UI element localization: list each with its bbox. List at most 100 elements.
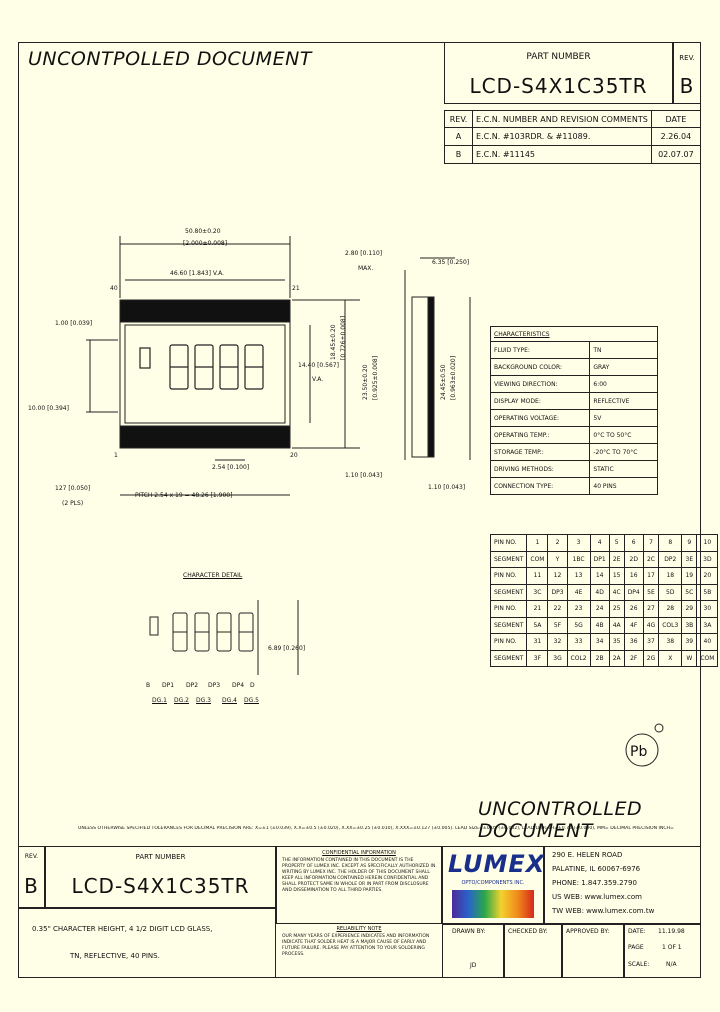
dim-23-50: 23.50±0.20	[362, 364, 369, 400]
page-value: 1 OF 1	[662, 944, 682, 951]
pin-cell: 5G	[566, 616, 591, 634]
char-label-d: D	[250, 682, 255, 689]
watermark-top: UNCONTPOLLED DOCUMENT	[28, 48, 312, 70]
pin-row-header: PIN NO.	[489, 567, 528, 585]
char-detail-title: CHARACTER DETAIL	[183, 572, 243, 579]
pin-cell: 5A	[526, 616, 549, 634]
lumex-logo: LUMEX	[448, 850, 546, 878]
date-value: 11.19.98	[658, 928, 685, 935]
pin-row-header: PIN NO.	[489, 633, 528, 651]
pin-cell: DP1	[589, 550, 610, 568]
pin-cell: 3	[566, 534, 591, 552]
page-label: PAGE	[628, 944, 644, 951]
drawn-by-box	[442, 924, 504, 978]
address-line-1: 290 E. HELEN ROAD	[552, 851, 623, 859]
pin-cell: 9	[681, 534, 698, 552]
pin-cell: 20	[696, 567, 719, 585]
dim-width-in: [2.000±0.008]	[183, 240, 228, 247]
pin-cell: X	[658, 649, 683, 667]
pin-1-label: 1	[114, 452, 118, 459]
pin-cell: 37	[642, 633, 660, 651]
pin-cell: COM	[526, 550, 549, 568]
reliability-text: OUR MANY YEARS OF EXPERIENCE INDICATES A…	[282, 934, 430, 957]
pin-40-label: 40	[110, 285, 118, 292]
dim-1-10b: 1.10 [0.043]	[428, 484, 466, 491]
dim-6-35: 6.35 [0.250]	[432, 259, 470, 266]
rev-header-value: B	[679, 74, 695, 98]
pb-free-symbol: Pb	[625, 723, 664, 767]
lumex-spectrum-icon	[452, 890, 534, 918]
rev-row-b-rev: B	[443, 145, 474, 164]
pin-cell: 3D	[696, 550, 719, 568]
char-value: 5V	[589, 409, 658, 427]
pin-cell: 4C	[608, 583, 625, 601]
pitch-note: PITCH 2.54 x 19 = 48.26 [1.900]	[135, 492, 233, 499]
dim-2-54: 2.54 [0.100]	[212, 464, 250, 471]
tolerance-note: UNLESS OTHERWISE SPECIFIED TOLERANCES FO…	[78, 826, 674, 831]
char-value: -20°C TO 70°C	[589, 443, 658, 461]
pin-row-header: SEGMENT	[489, 616, 528, 634]
pin-cell: COL2	[566, 649, 591, 667]
pin-row-header: SEGMENT	[489, 550, 528, 568]
digit-label-1: DG.1	[152, 697, 167, 704]
date-label: DATE:	[628, 928, 646, 935]
pin-cell: 2A	[608, 649, 625, 667]
pin-row-header: PIN NO.	[489, 534, 528, 552]
char-key: BACKGROUND COLOR:	[489, 358, 591, 376]
pin-cell: 36	[623, 633, 644, 651]
pin-cell: 5F	[547, 616, 568, 634]
footer-part-value: LCD-S4X1C35TR	[71, 874, 250, 898]
dim-6-89: 6.89 [0.260]	[268, 645, 306, 652]
pin-cell: 4F	[623, 616, 644, 634]
dim-width: 50.80±0.20	[185, 228, 221, 235]
char-key: DISPLAY MODE:	[489, 392, 591, 410]
dim-va: 46.60 [1.843] V.A.	[170, 270, 224, 277]
char-key: FLUID TYPE:	[489, 341, 591, 359]
dim-23-50-in: [0.925±0.008]	[372, 355, 379, 400]
footer-part-label: PART NUMBER	[135, 853, 186, 861]
date-col-header: DATE	[650, 110, 702, 128]
pin-cell: 34	[589, 633, 610, 651]
digit-label-4: DG.4	[222, 697, 237, 704]
dim-max: MAX.	[358, 265, 374, 272]
char-key: VIEWING DIRECTION:	[489, 375, 591, 393]
pin-row-header: PIN NO.	[489, 600, 528, 618]
char-label-dp3: DP3	[208, 682, 221, 689]
char-key: CONNECTION TYPE:	[489, 477, 591, 495]
pin-cell: 5	[608, 534, 625, 552]
pin-cell: 2E	[608, 550, 625, 568]
confidential-box	[276, 846, 442, 924]
address-line-3: PHONE: 1.847.359.2790	[552, 879, 637, 887]
pin-cell: 28	[658, 600, 683, 618]
pin-cell: 14	[589, 567, 610, 585]
pin-cell: 3E	[681, 550, 698, 568]
pin-cell: 3B	[681, 616, 698, 634]
char-value: 0°C TO 50°C	[589, 426, 658, 444]
confidential-text: THE INFORMATION CONTAINED IN THIS DOCUME…	[282, 858, 436, 893]
dim-18-45-in: [0.726±0.008]	[340, 315, 347, 360]
char-key: STORAGE TEMP.:	[489, 443, 591, 461]
char-value: GRAY	[589, 358, 658, 376]
reliability-title: RELIABILITY NOTE	[336, 926, 382, 932]
dim-127-note: (2 PLS)	[62, 500, 84, 507]
scale-label: SCALE:	[628, 961, 650, 968]
pin-cell: 17	[642, 567, 660, 585]
pin-cell: 30	[696, 600, 719, 618]
dim-127: 127 [0.050]	[55, 485, 91, 492]
pin-cell: 2F	[623, 649, 644, 667]
character-detail-drawing	[149, 600, 299, 675]
digit-label-3: DG.3	[196, 697, 211, 704]
pb-text: Pb	[630, 744, 647, 760]
pin-cell: 12	[547, 567, 568, 585]
characteristics-title: CHARACTERISTICS	[490, 326, 658, 342]
pin-cell: 40	[696, 633, 719, 651]
pin-cell: 5B	[696, 583, 719, 601]
pin-cell: 39	[681, 633, 698, 651]
char-value: TN	[589, 341, 658, 359]
dim-18-45: 18.45±0.20	[330, 324, 337, 360]
